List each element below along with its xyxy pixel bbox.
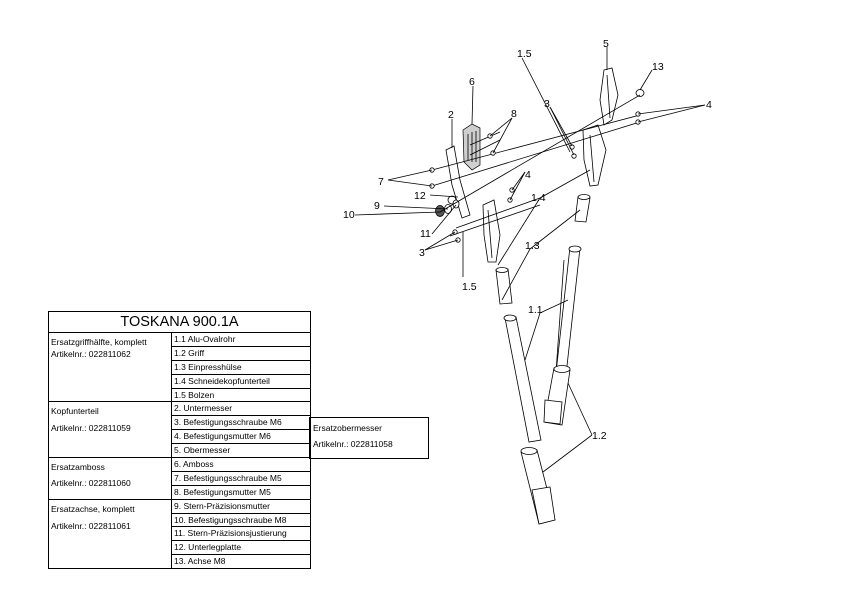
left-head-lower [482, 199, 501, 263]
part-item: 1.5 Bolzen [171, 387, 311, 403]
callout-1-2: 1.2 [592, 430, 607, 442]
callout-11: 11 [420, 228, 431, 240]
callout-7: 7 [378, 176, 384, 188]
parts-table: TOSKANA 900.1A Ersatzgriffhälfte, komple… [48, 311, 311, 570]
left-press-sleeve [495, 267, 513, 305]
callout-9: 9 [374, 200, 380, 212]
part-item: 6. Amboss [171, 457, 311, 472]
part-item: 2. Untermesser [171, 401, 311, 417]
part-item: 1.2 Griff [171, 345, 311, 361]
part-item: 9. Stern-Präzisionsmutter [171, 498, 311, 514]
group-amboss: Ersatzamboss Artikelnr.: 022811060 [48, 457, 172, 500]
callout-10: 10 [343, 209, 355, 221]
callout-12: 12 [414, 190, 426, 202]
group-achse: Ersatzachse, komplett Artikelnr.: 022811… [48, 498, 172, 570]
group-article: Artikelnr.: 022811059 [51, 423, 131, 434]
part-item: 1.4 Schneidekopfunterteil [171, 373, 311, 389]
callout-6: 6 [469, 76, 475, 88]
anvil [462, 123, 481, 171]
right-press-sleeve [574, 194, 591, 223]
callout-13: 13 [652, 61, 664, 73]
group-article: Artikelnr.: 022811058 [313, 439, 393, 449]
right-handle-tube [555, 245, 582, 376]
callout-5: 5 [603, 38, 609, 50]
part-item: 7. Befestigungsschraube M5 [171, 470, 311, 486]
callout-4-top: 4 [706, 99, 712, 111]
group-name: Ersatzachse, komplett [51, 503, 135, 514]
callout-2: 2 [448, 109, 454, 121]
callout-4-mid: 4 [525, 169, 531, 181]
callout-8: 8 [511, 108, 517, 120]
left-handle-tube [503, 314, 542, 443]
callout-3-mid: 3 [419, 247, 425, 259]
callout-1-4: 1.4 [531, 192, 546, 204]
part-item: 3. Befestigungsschraube M6 [171, 415, 311, 431]
group-name: Kopfunterteil [51, 406, 99, 417]
callout-1-5-top: 1.5 [517, 48, 532, 60]
part-item: 10. Befestigungsschraube M8 [171, 512, 311, 528]
part-item: 1.3 Einpresshülse [171, 359, 311, 375]
group-article: Artikelnr.: 022811062 [51, 349, 131, 359]
callout-1-1: 1.1 [528, 304, 543, 316]
part-item: 5. Obermesser [171, 443, 311, 459]
group-name: Ersatzobermesser [313, 423, 382, 433]
right-head-lower [582, 124, 607, 187]
callout-3-top: 3 [544, 98, 550, 110]
group-kopfunterteil: Kopfunterteil Artikelnr.: 022811059 [48, 401, 172, 459]
part-item: 8. Befestigungsmutter M5 [171, 484, 311, 500]
part-item: 11. Stern-Präzisionsjustierung [171, 526, 311, 542]
group-obermesser: Ersatzobermesser Artikelnr.: 022811058 [309, 417, 429, 459]
leader-lines [354, 47, 706, 473]
group-name: Ersatzamboss [51, 462, 105, 473]
callout-labels: 1.5 5 13 3 4 6 2 8 7 12 9 10 11 4 3 1.4 … [343, 38, 712, 442]
part-item: 1.1 Alu-Ovalrohr [171, 332, 311, 347]
left-handle-grip [520, 447, 556, 525]
group-name: Ersatzgriffhälfte, komplett [51, 337, 147, 347]
right-handle-grip [543, 365, 571, 426]
callout-1-5-bottom: 1.5 [462, 281, 477, 293]
group-griffhaelfte: Ersatzgriffhälfte, komplett Artikelnr.: … [48, 331, 172, 403]
group-article: Artikelnr.: 022811061 [51, 520, 131, 531]
part-item: 12. Unterlegplatte [171, 540, 311, 556]
callout-1-3: 1.3 [525, 240, 540, 252]
assembly-lines [431, 94, 641, 237]
part-item: 4. Befestigungsmutter M6 [171, 429, 311, 445]
group-article: Artikelnr.: 022811060 [51, 478, 131, 489]
part-item: 13. Achse M8 [171, 554, 311, 570]
table-title: TOSKANA 900.1A [48, 311, 311, 333]
